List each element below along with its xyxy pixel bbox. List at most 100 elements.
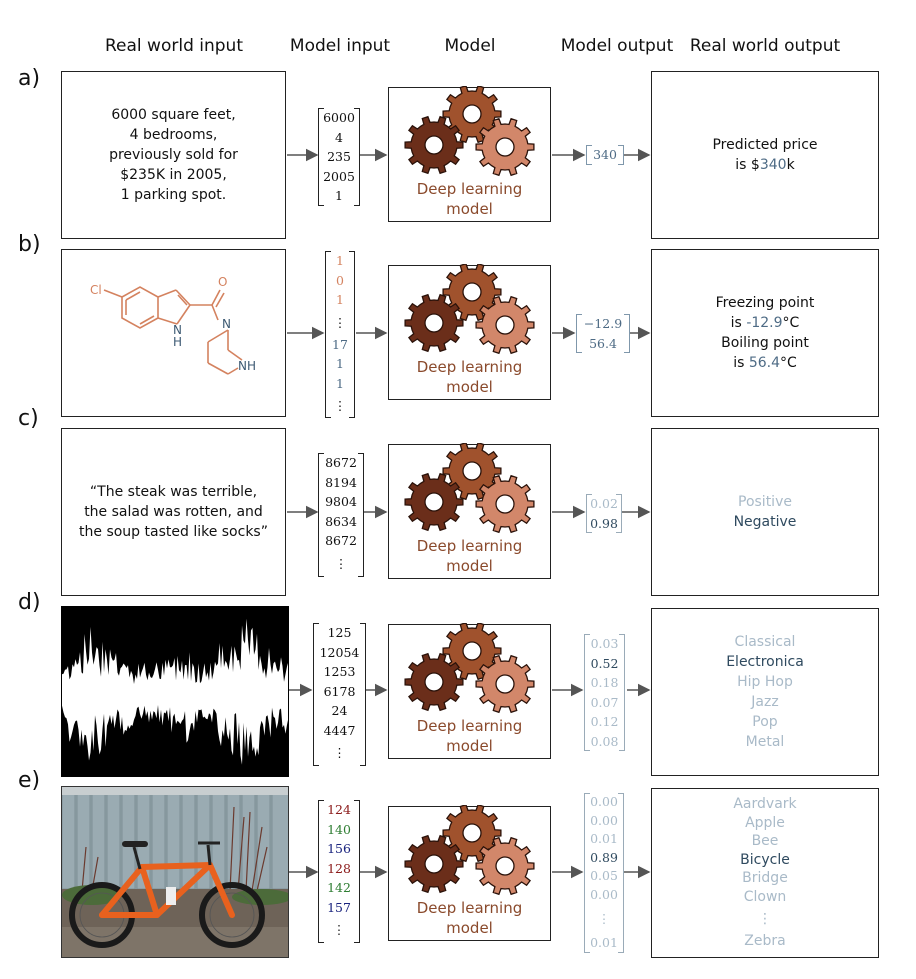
vector-item: 128 [327,860,351,876]
vector-item: 0.18 [590,675,619,690]
output-class: ⋮ [758,911,772,928]
output-class-selected: Electronica [726,654,804,670]
svg-text:O: O [218,275,227,289]
output-class: Bee [751,833,779,850]
vector-item: 0.89 [590,849,618,865]
vector-item: ⋮ [332,922,346,937]
output-class: Classical [734,634,796,650]
vector-item: ⋮ [334,555,348,571]
model-output-vector-e: 0.00 0.00 0.01 0.89 0.05 0.00 ⋮ 0.01 [584,793,624,953]
model-output-vector-b: −12.9 56.4 [576,314,630,353]
vector-item: 2005 [323,168,355,184]
output-class: Aardvark [733,796,797,813]
vector-item: 8672 [325,455,357,470]
header-real-world-output: Real world output [689,36,841,56]
vector-item: 8634 [325,513,357,529]
model-input-vector-c: 8672 8194 9804 8634 8672 ⋮ [318,453,364,577]
input-box-house: 6000 square feet, 4 bedrooms, previously… [61,71,286,239]
vector-item: 4447 [323,722,356,738]
vector-item: 1 [335,188,343,203]
output-class: Jazz [751,694,779,710]
output-class: Pop [752,714,778,730]
vector-item: ⋮ [597,911,611,926]
vector-item: −12.9 [583,316,623,331]
vector-item: 6000 [323,110,355,125]
output-class: Clown [743,888,787,905]
input-text-line: the salad was rotten, and [84,504,263,520]
header-model-input: Model input [289,36,391,56]
vector-item: ⋮ [333,314,347,330]
model-output-vector-d: 0.03 0.52 0.18 0.07 0.12 0.08 [584,634,625,751]
input-box-molecule: Cl O N N H NH [61,249,286,417]
vector-item: 124 [327,802,351,817]
vector-item: ⋮ [333,745,346,760]
vector-item: 17 [332,336,348,352]
vector-item: 0.01 [590,935,618,950]
model-input-vector-e: 124 140 156 128 142 157 ⋮ [318,800,360,943]
input-text-line: 1 parking spot. [120,187,227,203]
vector-item: 142 [327,880,351,895]
output-text-line: is 56.4°C [733,355,797,371]
svg-text:NH: NH [238,359,256,373]
input-text-line: the soup tasted like socks” [79,524,268,540]
output-class: Hip Hop [737,674,793,690]
row-label-b: b) [18,232,41,257]
output-box-object-class: Aardvark Apple Bee Bicycle Bridge Clown … [651,788,879,958]
vector-item: 9804 [325,494,357,509]
output-box-temperature: Freezing point is -12.9°C Boiling point … [651,249,879,417]
vector-item: 1 [336,375,344,391]
header-model-output: Model output [560,36,674,56]
vector-item: 0.08 [590,733,619,749]
vector-item: 0.52 [590,655,619,671]
row-label-c: c) [18,406,39,431]
vector-item: 340 [593,147,617,162]
input-box-review: “The steak was terrible, the salad was r… [61,428,286,596]
input-text-line: previously sold for [109,147,238,163]
vector-item: 0.98 [590,515,618,531]
vector-item: 0.00 [590,886,618,902]
output-box-price: Predicted price is $340k [651,71,879,239]
svg-text:N: N [222,317,231,331]
vector-item: 0.00 [590,812,618,828]
row-label-d: d) [18,590,41,615]
waveform-graphic [62,618,288,765]
vector-item: 0.05 [590,868,618,883]
svg-text:N: N [173,323,182,337]
vector-item: 56.4 [589,335,617,351]
model-input-vector-a: 6000 4 235 2005 1 [318,108,360,206]
molecule-image: Cl O N N H NH [90,275,256,375]
svg-text:Cl: Cl [90,283,102,297]
vector-item: 6178 [323,683,356,699]
vector-item: 8672 [325,533,357,548]
vector-item: 8194 [325,474,357,490]
vector-item: 1 [336,253,344,268]
input-text-line: 4 bedrooms, [129,127,218,143]
vector-item: 12054 [319,644,360,660]
vector-item: ⋮ [333,398,347,413]
row-label-e: e) [18,768,41,793]
row-label-a: a) [18,66,41,91]
vector-item: 1 [336,292,344,307]
vector-item: 0.07 [590,694,619,710]
vector-item: 156 [327,841,351,856]
bicycle-image [62,787,288,957]
model-input-vector-d: 125 12054 1253 6178 24 4447 ⋮ [313,623,366,766]
output-text-line: Freezing point [715,295,815,311]
svg-text:H: H [173,335,182,349]
output-box-genre: Classical Electronica Hip Hop Jazz Pop M… [651,608,879,776]
vector-item: 1253 [323,664,356,679]
output-class: Bridge [742,870,788,887]
model-input-vector-b: 1 0 1 ⋮ 17 1 1 ⋮ [325,251,355,418]
output-text-line: is $340k [735,157,795,173]
vector-item: 0.03 [590,636,619,651]
vector-item: 0.12 [590,714,619,729]
